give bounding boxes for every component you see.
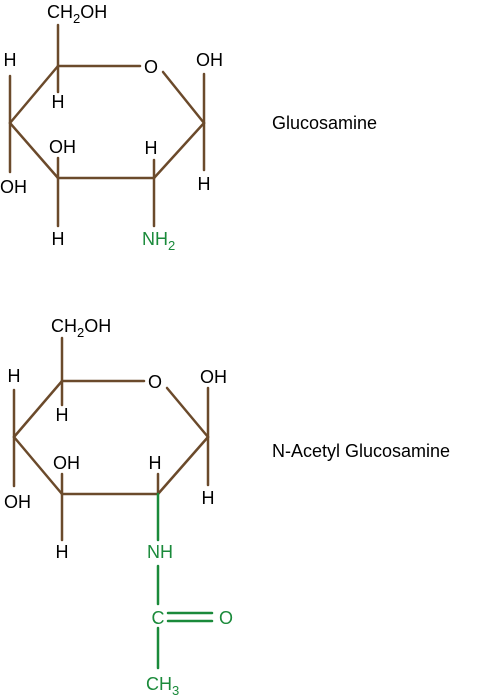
c1-h-label: H [198, 174, 211, 194]
c3-oh-label: OH [49, 137, 76, 157]
bond-c3-c4 [8, 121, 60, 180]
c5-h-label: H [56, 405, 69, 425]
ring-oxygen-label: O [144, 57, 158, 77]
methyl-group-label: CH3 [146, 674, 179, 698]
c1-oh-label: OH [200, 367, 227, 387]
c1-h-label: H [202, 488, 215, 508]
c3-h-label: H [56, 542, 69, 562]
c4-oh-label: OH [0, 177, 27, 197]
amino-group-label: NH2 [142, 229, 175, 253]
c4-oh-label: OH [4, 492, 31, 512]
nh-group-label: NH [147, 542, 173, 562]
c6-group-label: CH2OH [51, 316, 111, 340]
bond-c1-c2 [156, 435, 210, 496]
molecule-name-n-acetyl-glucosamine: N-Acetyl Glucosamine [272, 441, 450, 461]
c5-h-label: H [52, 92, 65, 112]
molecule-name-glucosamine: Glucosamine [272, 113, 377, 133]
ring-oxygen-label: O [148, 372, 162, 392]
molecule-glucosamine: CH2OH O OH H H OH H OH H H NH2 Glucosami… [0, 2, 377, 253]
carbonyl-oxygen-label: O [219, 608, 233, 628]
c2-h-label: H [149, 453, 162, 473]
c6-group-label: CH2OH [47, 2, 107, 26]
molecule-n-acetyl-glucosamine: CH2OH O OH H H OH H OH H H NH C O CH3 N-… [4, 316, 450, 698]
bond-c1-c2 [152, 121, 206, 180]
bond-c4-c5 [12, 379, 64, 439]
c4-h-label: H [4, 50, 17, 70]
bond-c4-c5 [8, 64, 60, 125]
carbonyl-carbon-label: C [152, 608, 165, 628]
c3-h-label: H [52, 229, 65, 249]
bond-ring-oxygen-c1 [161, 70, 206, 125]
bond-c3-c4 [12, 435, 64, 496]
c1-oh-label: OH [196, 50, 223, 70]
c3-oh-label: OH [53, 453, 80, 473]
c2-h-label: H [145, 138, 158, 158]
bond-ring-oxygen-c1 [165, 386, 210, 439]
c4-h-label: H [8, 366, 21, 386]
